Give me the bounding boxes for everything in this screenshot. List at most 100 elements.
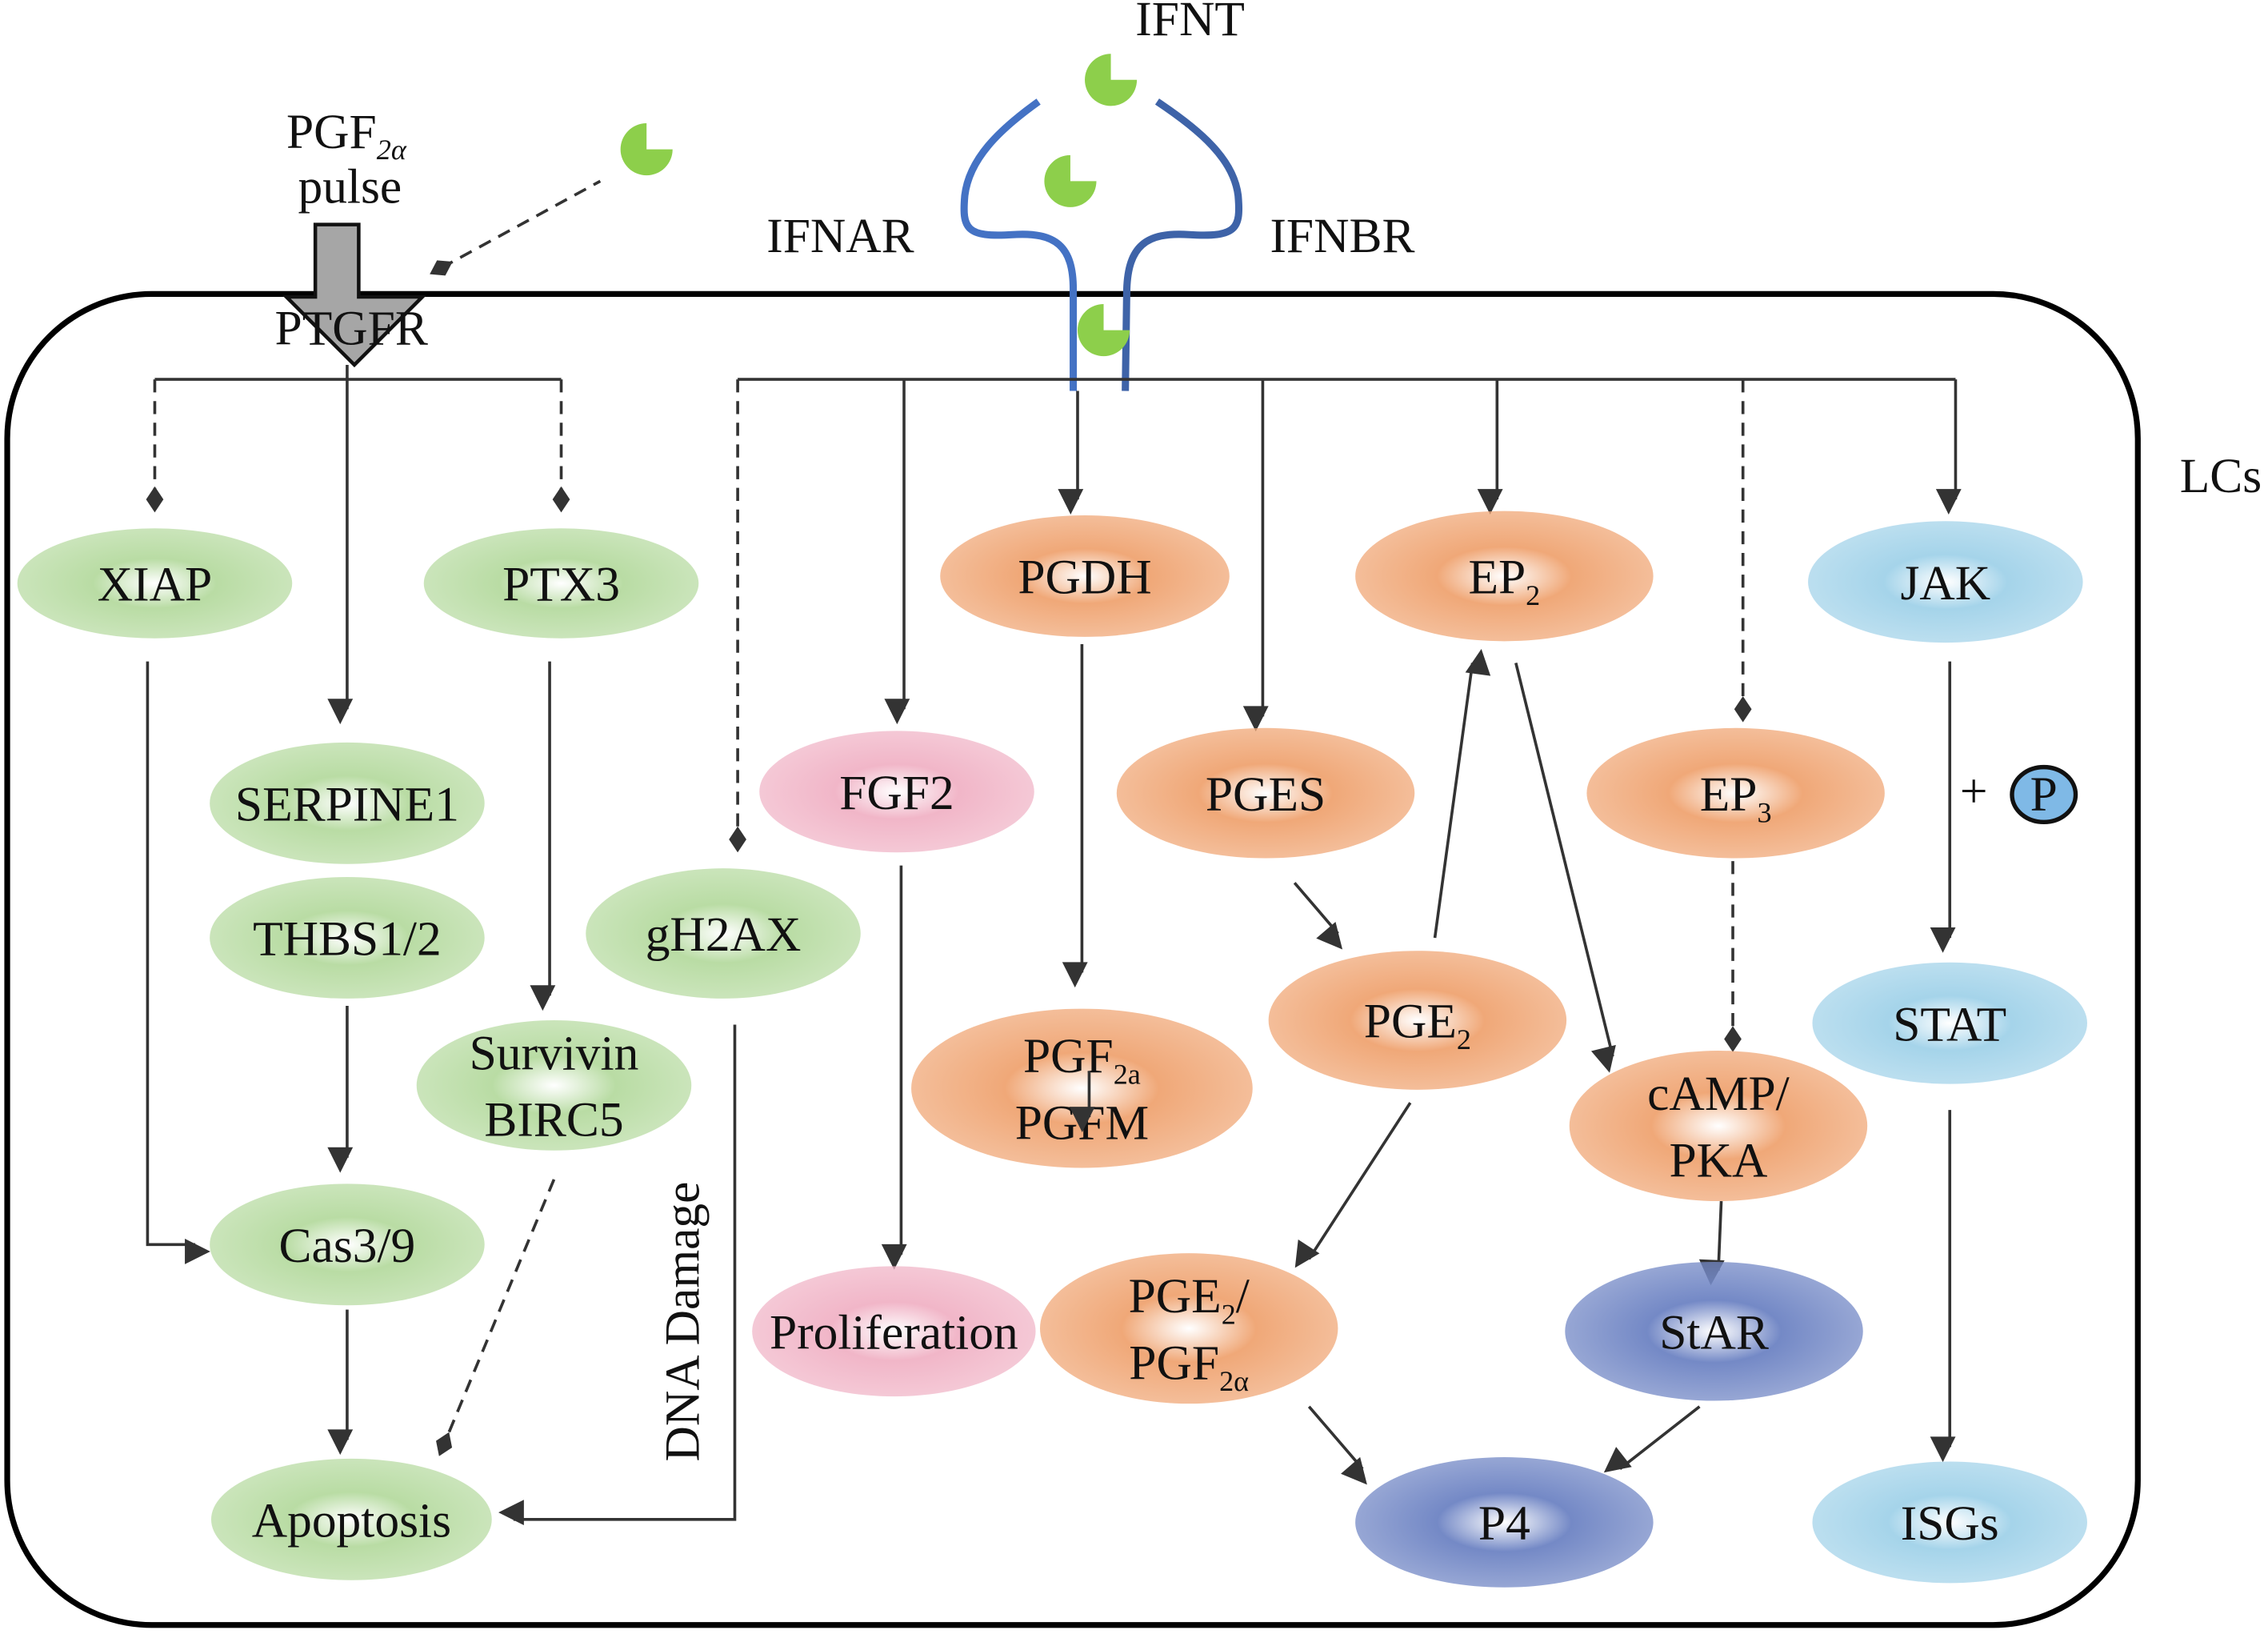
survivin-to-apoptosis-edge [436,1179,556,1456]
node-gh2ax: gH2AX [586,868,861,999]
node-label: JAK [1900,556,1990,611]
node-ellipse [759,731,1034,853]
node-ellipse [210,1458,492,1580]
camp-to-star-edge [1698,1200,1725,1286]
node-label: THBS1/2 [253,912,442,967]
ifnt-ligand-icon [1044,154,1097,207]
ifnt-label: IFNT [1135,0,1245,46]
node-label: PGES [1206,767,1326,822]
node-jak: JAK [1808,521,2083,643]
ifnt-ligand-icon [1085,54,1138,106]
pgf2a-to-ptgfr-edge [430,179,602,276]
node-ellipse [1116,727,1415,859]
node-label: BIRC5 [484,1093,623,1147]
node-xiap: XIAP [17,528,293,639]
node-ellipse [586,868,861,999]
ep2-to-camp-edge [1514,663,1616,1073]
node-label: XIAP [98,558,212,612]
pges-to-pge2-edge [1293,882,1343,950]
node-apoptosis: Apoptosis [210,1458,492,1580]
node-ellipse [1808,521,2083,643]
ifnar-receptor [960,98,1078,391]
ifnt-ligand-icon [1077,304,1130,357]
node-label: PGF2α [1129,1336,1249,1396]
pge2-to-pge2pgf-edge [1294,1102,1412,1268]
node-thbs: THBS1/2 [210,877,485,999]
node-label: EP3 [1700,767,1772,828]
node-label: P4 [1478,1496,1530,1551]
node-stat: STAT [1812,962,2087,1084]
node-label: PKA [1669,1133,1767,1187]
node-label: SERPINE1 [235,778,459,832]
node-label: gH2AX [646,907,802,962]
node-ep2: EP2 [1355,511,1654,642]
node-ellipse [210,1183,485,1306]
node-ellipse [940,515,1230,637]
node-star: StAR [1565,1261,1863,1401]
node-label: EP2 [1468,551,1540,611]
pgf2a-pulse-label-line2: pulse [298,159,402,214]
xiap-to-cas-edge [146,661,210,1264]
node-ellipse [17,528,293,639]
node-pge2pgf: PGE2/PGF2α [1039,1253,1338,1404]
node-label: Apoptosis [252,1493,451,1548]
gh2ax-to-apoptosis-edge [498,1024,737,1526]
node-label: PGE2 [1364,995,1471,1055]
node-ellipse [752,1266,1036,1397]
node-fgf2: FGF2 [759,731,1034,853]
node-ptx3: PTX3 [423,528,699,639]
node-ep3: EP3 [1586,727,1885,859]
node-ellipse [210,877,485,999]
node-ellipse [1569,1050,1868,1202]
node-pges: PGES [1116,727,1415,859]
pgf2a-pulse-label: PGF2α [286,105,407,166]
node-label: cAMP/ [1647,1067,1790,1121]
ifnbr-label: IFNBR [1270,209,1414,263]
node-ellipse [1586,727,1885,859]
node-p4: P4 [1355,1457,1654,1588]
node-ellipse [416,1020,692,1151]
node-label: STAT [1893,997,2006,1051]
node-label: StAR [1659,1305,1769,1360]
node-proliferation: Proliferation [752,1266,1036,1397]
node-label: PGE2/ [1129,1269,1250,1330]
node-pge2: PGE2 [1268,951,1567,1090]
node-isgs: ISGs [1812,1461,2087,1584]
node-ellipse [1812,962,2087,1084]
node-ellipse [1268,951,1567,1090]
node-ellipse [210,742,485,864]
phosphate-icon [2010,764,2078,825]
node-ellipse [1565,1261,1863,1401]
ifnar-label: IFNAR [766,209,914,263]
ifnt-ligand-icon [620,123,673,176]
node-camp: cAMP/PKA [1569,1050,1868,1202]
star-to-p4-edge [1603,1405,1701,1473]
node-label: FGF2 [839,766,954,820]
node-serpine1: SERPINE1 [210,742,485,864]
phosphate-label: P [2030,767,2058,822]
dna-damage-label: DNA Damage [655,1182,710,1462]
node-ellipse [423,528,699,639]
pge2-to-ep2-edge [1433,648,1491,939]
node-label: PGDH [1018,551,1151,605]
node-ellipse [1812,1461,2087,1584]
node-cas: Cas3/9 [210,1183,485,1306]
node-label: ISGs [1901,1496,1999,1551]
ifnbr-receptor [1122,98,1243,391]
node-label: Proliferation [770,1305,1018,1360]
node-label: Cas3/9 [279,1219,416,1273]
phosphorylation-plus: + [1960,764,1988,819]
pgf2a-pulse-arrow [282,222,427,368]
node-ellipse [911,1008,1253,1168]
node-label: PTX3 [502,558,620,612]
node-label: PGF2a [1023,1029,1141,1090]
node-ellipse [1355,511,1654,642]
node-pgdh: PGDH [940,515,1230,637]
node-ellipse [1039,1253,1338,1404]
node-label: Survivin [470,1027,639,1081]
node-label: PGFM [1015,1095,1149,1150]
pge2pgf-to-p4-edge [1307,1405,1367,1485]
